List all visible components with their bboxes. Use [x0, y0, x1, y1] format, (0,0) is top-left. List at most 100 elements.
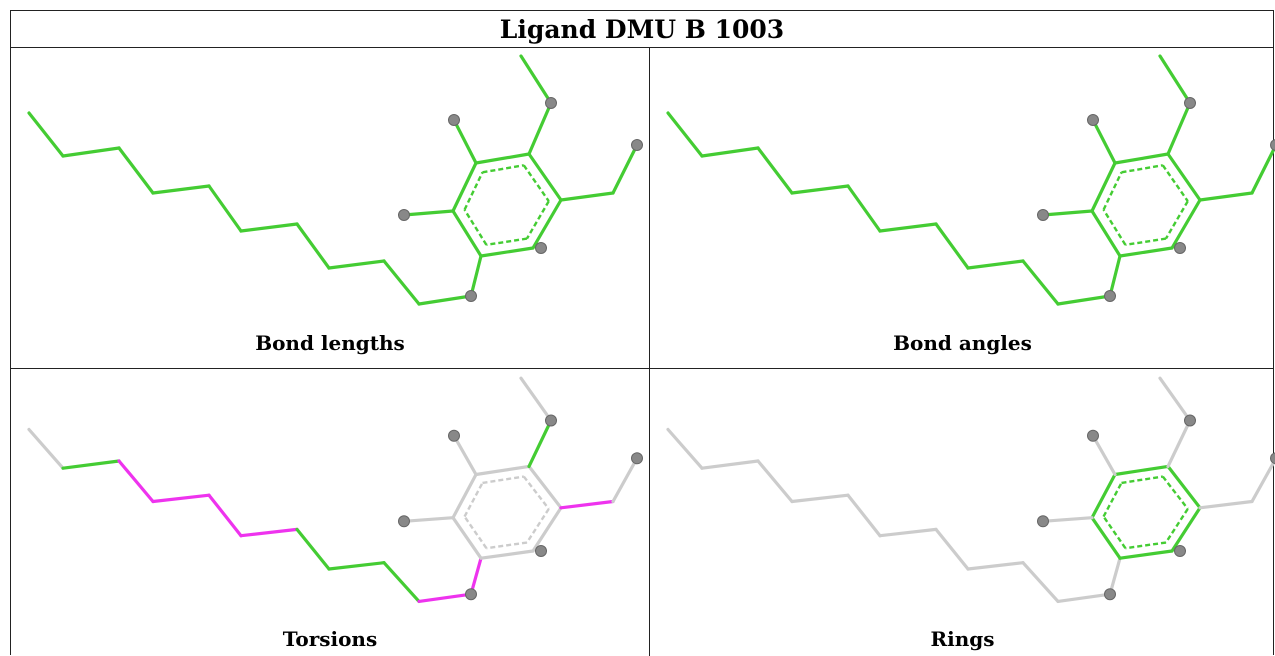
atom-ball-s2 — [399, 516, 410, 527]
panel-bond-angles: Bond angles — [650, 48, 1275, 368]
panel-torsions: Torsions — [11, 369, 649, 656]
atom-ball-s3 — [1185, 98, 1196, 109]
bond-r4-s3 — [1168, 103, 1190, 154]
bond-r6-r1 — [1120, 248, 1172, 256]
bond-s3-s4 — [1160, 378, 1190, 420]
caption-torsions: Torsions — [11, 627, 649, 651]
atom-ball-o1 — [466, 291, 477, 302]
figure-title: Ligand DMU B 1003 — [11, 11, 1273, 48]
bond-r2-s2 — [1043, 518, 1092, 522]
bond-c8-c9 — [329, 261, 384, 268]
bond-s3-s4 — [1160, 56, 1190, 103]
aromatic-dash-r4-r5 — [524, 477, 549, 509]
atom-ball-o2 — [1175, 546, 1186, 557]
bond-c8-c9 — [329, 563, 384, 569]
molecule-torsions — [11, 369, 649, 625]
bond-r4-s3 — [1168, 421, 1190, 467]
bond-r3-s1 — [1093, 120, 1115, 163]
bond-r2-s2 — [404, 211, 453, 215]
aromatic-dash-r3-r4 — [1121, 165, 1162, 172]
bond-r2-r3 — [453, 475, 476, 518]
atom-ball-s1 — [449, 430, 460, 441]
bond-c3-c4 — [119, 148, 153, 193]
panel-bond-lengths: Bond lengths — [11, 48, 649, 368]
atom-ball-o1 — [1105, 589, 1116, 600]
bond-c1-c2 — [29, 430, 63, 469]
bond-r4-s3 — [529, 421, 551, 467]
atom-ball-s6 — [632, 140, 643, 151]
bond-c3-c4 — [758, 461, 792, 502]
bond-r3-r4 — [476, 154, 529, 163]
aromatic-dash-r3-r4 — [1121, 477, 1162, 483]
bond-c2-c3 — [63, 461, 119, 468]
bond-c2-c3 — [702, 148, 758, 156]
aromatic-dash-r1-r2 — [465, 517, 487, 549]
bond-c6-c7 — [880, 224, 936, 231]
bond-c9-c10 — [384, 563, 419, 602]
bond-r6-r1 — [1120, 551, 1172, 558]
molecule-bond-lengths — [11, 48, 649, 332]
bond-r4-r5 — [1168, 466, 1200, 507]
bond-c10-o1 — [419, 594, 471, 601]
bond-s5-s6 — [1252, 145, 1275, 193]
bond-c1-c2 — [668, 113, 702, 156]
bond-r1-r2 — [1092, 518, 1120, 559]
bond-r4-r5 — [529, 466, 561, 507]
bond-r5-r6 — [1172, 200, 1200, 248]
bond-c8-c9 — [968, 261, 1023, 268]
atom-ball-s6 — [632, 453, 643, 464]
atom-ball-s3 — [1185, 415, 1196, 426]
bond-c5-c6 — [848, 186, 880, 231]
aromatic-dash-r6-r1 — [486, 543, 527, 549]
molecule-rings — [650, 369, 1275, 625]
aromatic-dash-r5-r6 — [1166, 201, 1188, 238]
atom-ball-s6 — [1271, 453, 1275, 464]
bond-c9-c10 — [1023, 261, 1058, 304]
bond-c8-c9 — [968, 563, 1023, 569]
caption-bond-angles: Bond angles — [650, 331, 1275, 355]
atom-ball-o2 — [1175, 243, 1186, 254]
bond-s3-s4 — [521, 56, 551, 103]
bond-c6-c7 — [880, 529, 936, 535]
atom-ball-s1 — [1088, 430, 1099, 441]
atom-ball-s3 — [546, 415, 557, 426]
bond-c4-c5 — [792, 495, 848, 501]
atom-ball-s3 — [546, 98, 557, 109]
bond-r3-r4 — [1115, 466, 1168, 474]
bond-c10-o1 — [1058, 296, 1110, 304]
atom-ball-s2 — [1038, 210, 1049, 221]
bond-r2-r3 — [453, 163, 476, 211]
aromatic-dash-r5-r6 — [1166, 509, 1188, 543]
bond-c1-c2 — [29, 113, 63, 156]
bond-r2-s2 — [404, 518, 453, 522]
bond-c5-c6 — [848, 495, 880, 536]
bond-o1-r1 — [1110, 256, 1120, 296]
bond-c4-c5 — [153, 186, 209, 193]
aromatic-dash-r6-r1 — [486, 239, 527, 245]
atom-ball-s1 — [1088, 115, 1099, 126]
aromatic-dash-r5-r6 — [527, 201, 549, 238]
bond-r2-r3 — [1092, 163, 1115, 211]
aromatic-dash-r4-r5 — [1163, 477, 1188, 509]
bond-r2-r3 — [1092, 475, 1115, 518]
bond-r1-r2 — [1092, 211, 1120, 256]
atom-ball-s6 — [1271, 140, 1275, 151]
bond-r5-r6 — [533, 200, 561, 248]
bond-c7-c8 — [297, 529, 329, 569]
bond-r4-r5 — [1168, 154, 1200, 200]
caption-bond-lengths: Bond lengths — [11, 331, 649, 355]
bond-c2-c3 — [702, 461, 758, 468]
bond-c3-c4 — [758, 148, 792, 193]
bond-c5-c6 — [209, 495, 241, 536]
bond-c7-c8 — [936, 529, 968, 569]
bond-r5-r6 — [533, 508, 561, 551]
aromatic-dash-r1-r2 — [465, 210, 487, 245]
bond-r5-r6 — [1172, 508, 1200, 551]
aromatic-dash-r3-r4 — [482, 165, 523, 172]
bond-c9-c10 — [384, 261, 419, 304]
bond-s5-s6 — [613, 145, 637, 193]
bond-c2-c3 — [63, 148, 119, 156]
bond-r3-s1 — [1093, 436, 1115, 475]
aromatic-dash-r4-r5 — [524, 165, 549, 201]
atom-ball-o2 — [536, 546, 547, 557]
